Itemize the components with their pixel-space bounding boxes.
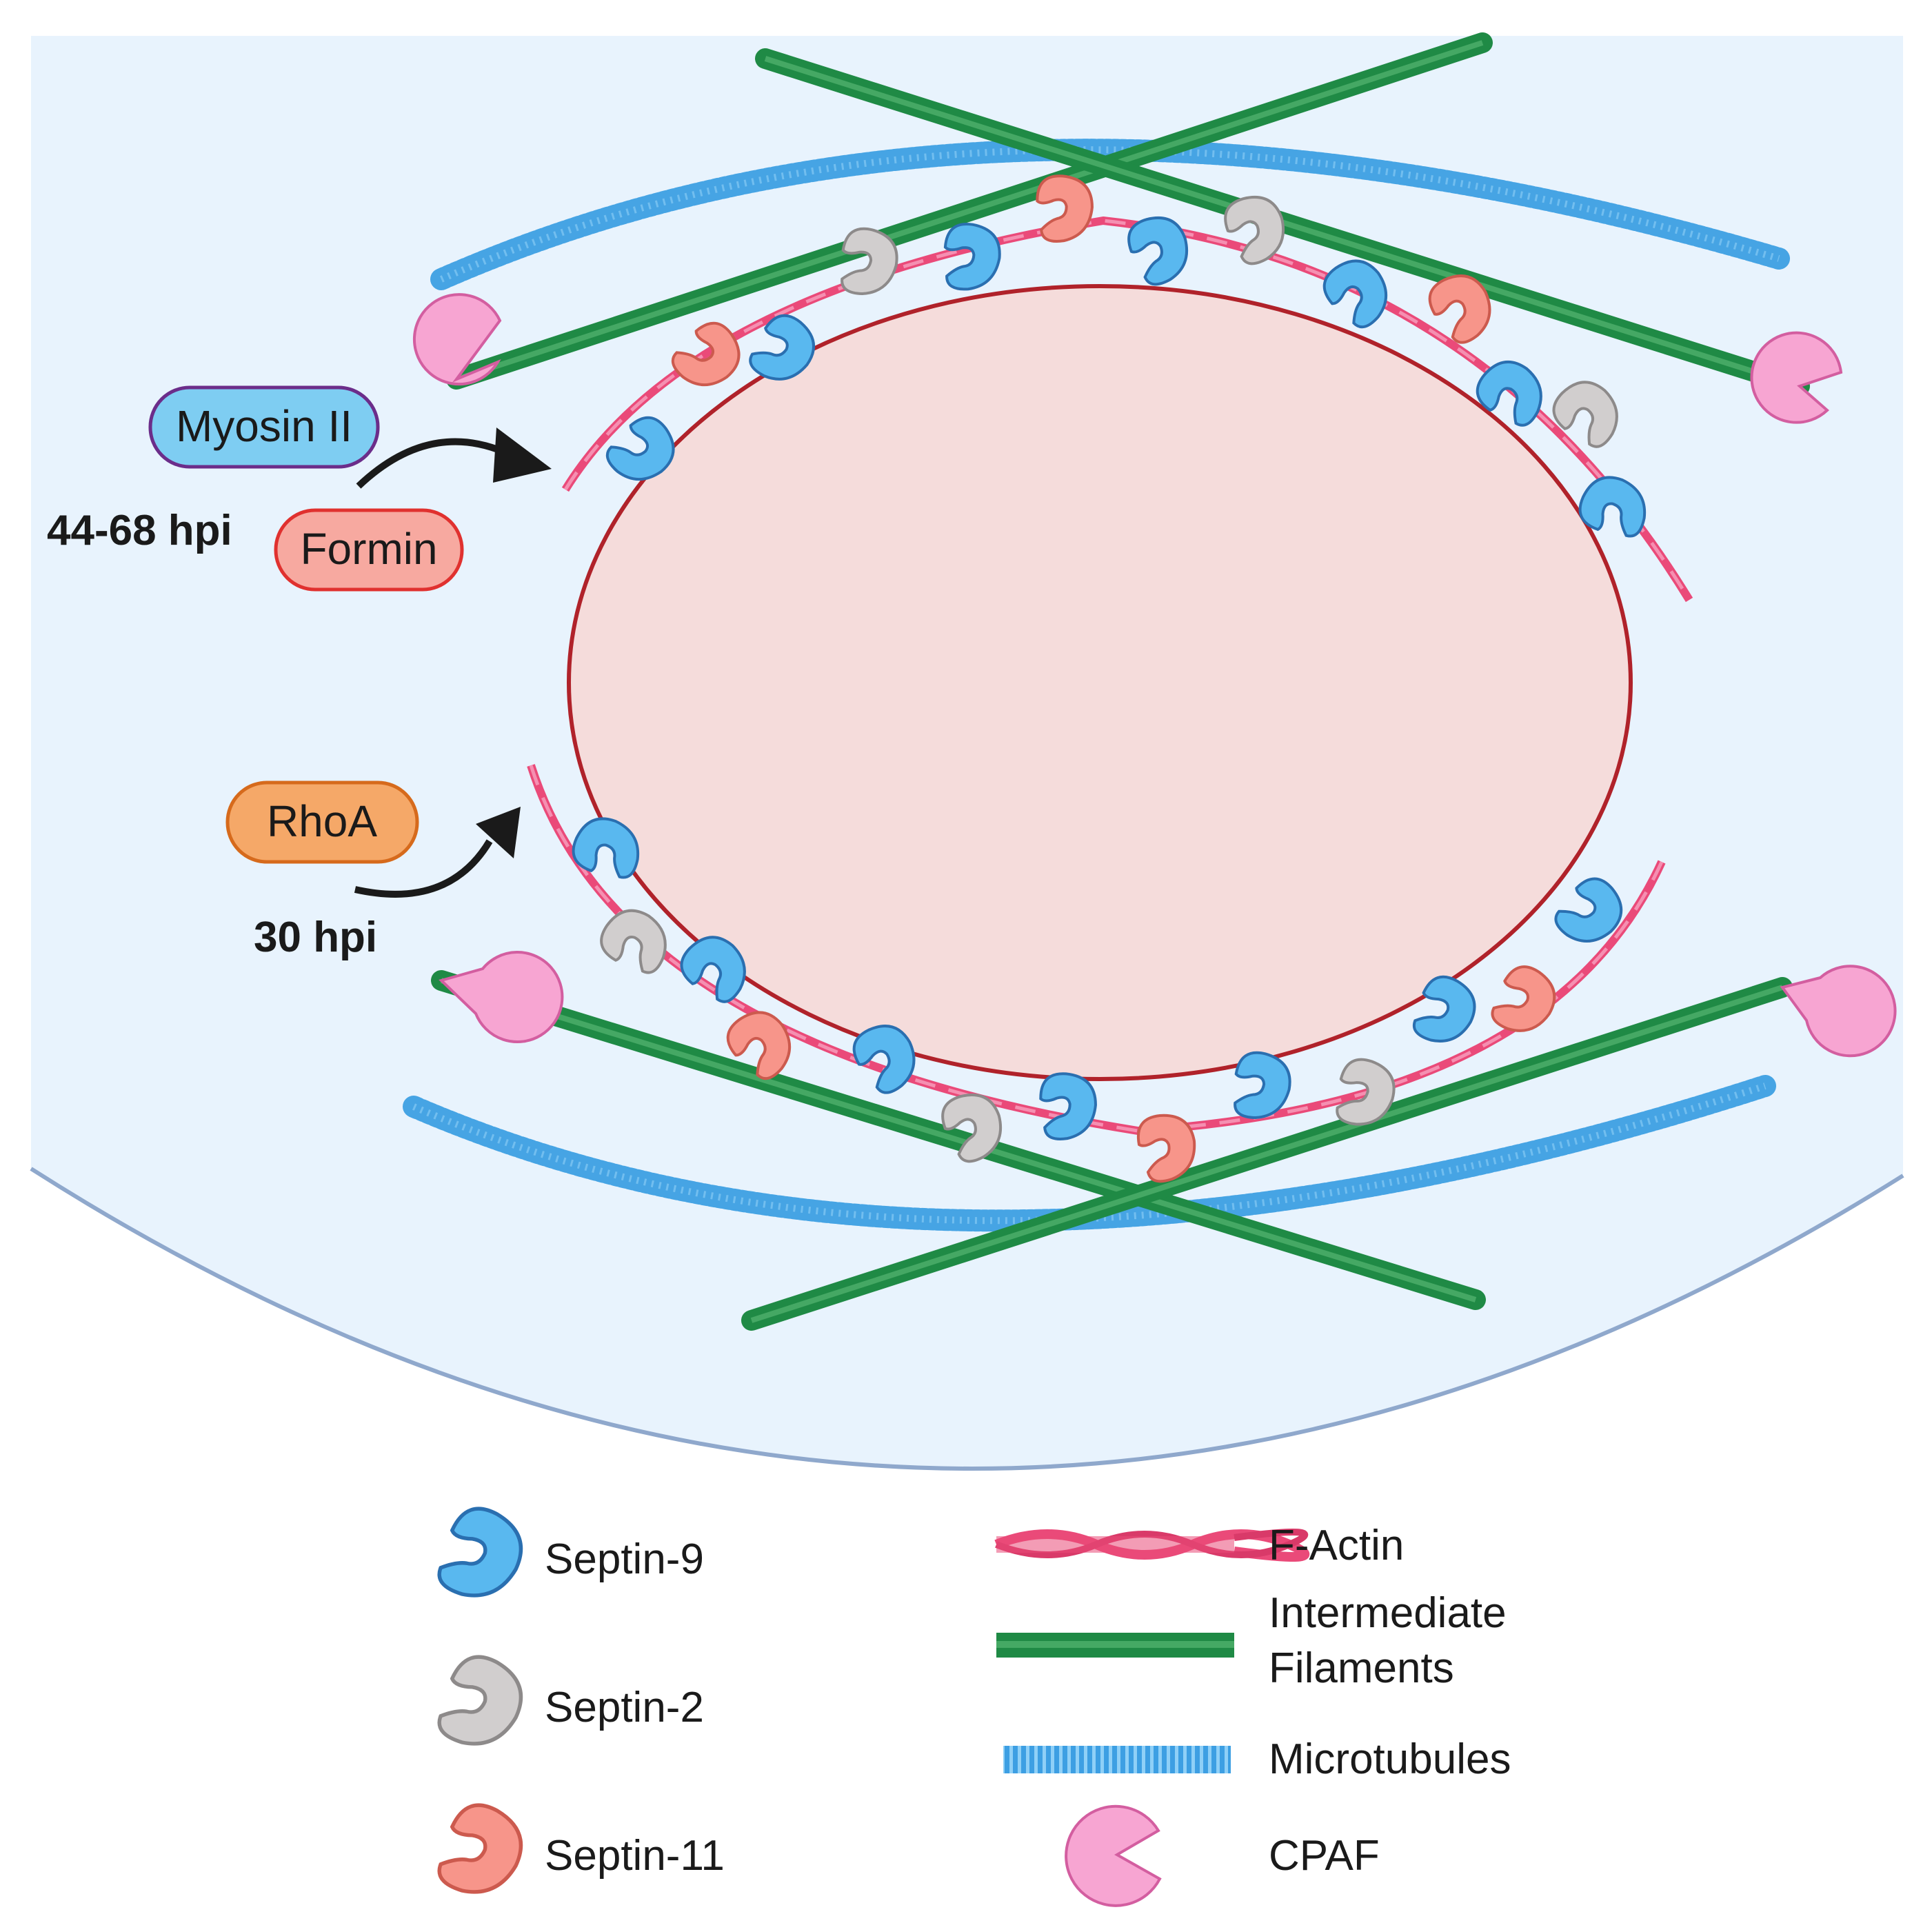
legend-intermediate-line2: Filaments xyxy=(1269,1644,1454,1692)
legend-f-actin: F-Actin xyxy=(1269,1522,1404,1569)
septin-9-bean-icon xyxy=(1578,476,1647,538)
septin-11-bean-icon xyxy=(1491,965,1556,1032)
cpaf-top-left xyxy=(413,293,502,386)
legend-microtubules: Microtubules xyxy=(1269,1735,1511,1783)
septin-11-legend-icon xyxy=(437,1803,523,1894)
septin-11-bean-icon xyxy=(1428,274,1491,344)
microtubule-legend-icon xyxy=(1003,1746,1231,1773)
f-actin-legend-icon xyxy=(994,1529,1310,1562)
septin-2-bean-icon xyxy=(1336,1058,1396,1126)
legend-septin-2: Septin-2 xyxy=(545,1684,704,1731)
kidney-bean-icon xyxy=(437,1655,523,1746)
septin-2-bean-icon xyxy=(1224,195,1285,265)
septin-2-bean-icon xyxy=(600,909,667,974)
rhoa-pill: RhoA xyxy=(225,781,419,864)
curved-arrow-icon xyxy=(356,427,552,489)
chlamydial-inclusion xyxy=(567,284,1633,1081)
legend-intermediate-line1: Intermediate xyxy=(1269,1589,1507,1637)
septin-9-bean-icon xyxy=(852,1025,916,1094)
host-cell-membrane xyxy=(30,1167,1904,1471)
cpaf-top-right xyxy=(1750,331,1843,424)
septin-beads xyxy=(572,174,1647,1183)
septin-9-bean-icon xyxy=(1412,975,1476,1043)
legend-cpaf: CPAF xyxy=(1269,1832,1380,1880)
septin-2-bean-icon xyxy=(1552,381,1618,448)
legend-septin-9: Septin-9 xyxy=(545,1536,704,1583)
septin-9-legend-icon xyxy=(437,1507,523,1598)
myosin-pill: Myosin II xyxy=(148,385,380,469)
formin-label: Formin xyxy=(300,524,437,574)
septin-11-bean-icon xyxy=(671,321,741,386)
septin-9-bean-icon xyxy=(943,222,1001,291)
septin-9-bean-icon xyxy=(1234,1051,1291,1120)
septin-2-bean-icon xyxy=(941,1093,1003,1163)
septin-9-bean-icon xyxy=(680,936,746,1003)
septin-9-bean-icon xyxy=(749,314,816,381)
septin-2-legend-icon xyxy=(437,1655,523,1746)
septin-11-bean-icon xyxy=(726,1011,791,1080)
septin-9-bean-icon xyxy=(1554,877,1623,943)
cpaf-legend-icon xyxy=(1065,1804,1162,1907)
myosin-label: Myosin II xyxy=(176,401,352,451)
early-timepoint-label: 30 hpi xyxy=(254,914,377,961)
formin-pill: Formin xyxy=(274,508,464,592)
septin-9-bean-icon xyxy=(1322,259,1387,329)
cpaf-bottom-right xyxy=(1780,965,1897,1058)
septin-9-bean-icon xyxy=(1039,1072,1097,1140)
legend-septin-11: Septin-11 xyxy=(545,1832,725,1880)
rhoa-label: RhoA xyxy=(267,796,377,846)
legend: Septin-9 Septin-2 Septin-11 F-Actin Inte… xyxy=(437,1507,1511,1907)
septin-2-bean-icon xyxy=(841,227,898,296)
septin-9-bean-icon xyxy=(605,416,675,481)
septin-9-bean-icon xyxy=(1127,216,1189,286)
cpaf-group xyxy=(413,293,1897,1058)
kidney-bean-icon xyxy=(437,1507,523,1598)
septin-11-bean-icon xyxy=(1036,174,1094,243)
septin-9-bean-icon xyxy=(1476,360,1542,427)
late-timepoint-label: 44-68 hpi xyxy=(47,507,232,554)
septin-9-bean-icon xyxy=(572,817,640,879)
cpaf-bottom-left xyxy=(439,951,564,1043)
microtubule-lower xyxy=(403,1075,1776,1232)
septin-11-bean-icon xyxy=(1136,1114,1196,1183)
curved-arrow-icon xyxy=(354,807,521,898)
intermediate-filaments-lower xyxy=(431,970,1793,1331)
kidney-bean-icon xyxy=(437,1803,523,1894)
